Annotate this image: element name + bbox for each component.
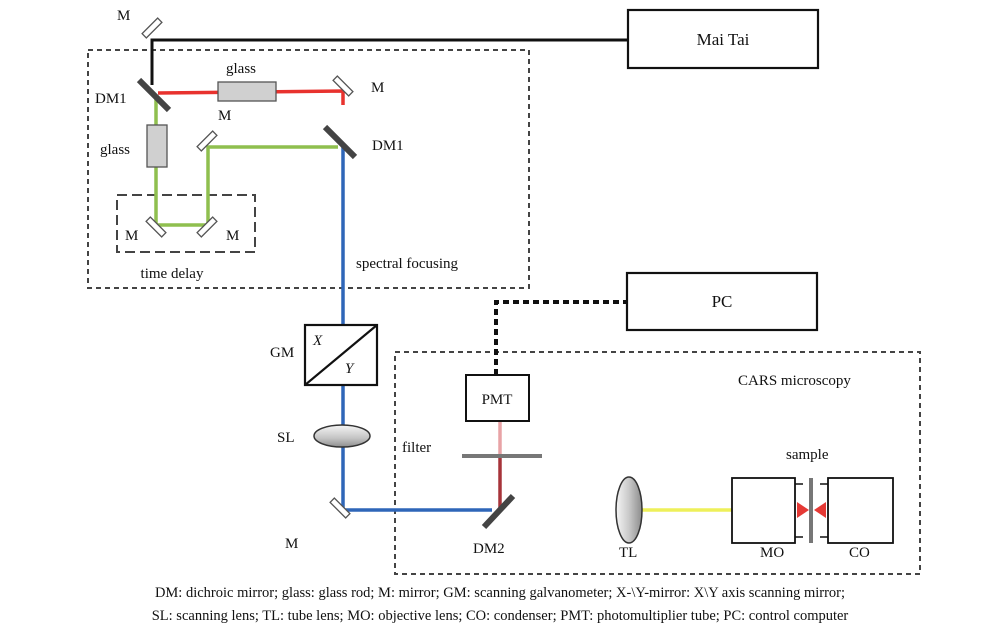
condenser (827, 477, 894, 544)
mirror-label-delay-left: M (125, 228, 138, 244)
focus-cone-left (797, 502, 809, 518)
mirror-label-top: M (117, 8, 130, 24)
beam-green (154, 98, 338, 227)
tube-lens (615, 476, 643, 544)
mirror-bottom (329, 497, 351, 519)
focus-cone-right (814, 502, 826, 518)
mirror-right-upper (332, 75, 354, 97)
dm1-label-right: DM1 (372, 138, 404, 154)
caption-line-2: SL: scanning lens; TL: tube lens; MO: ob… (152, 608, 849, 624)
spectral-focusing-label: spectral focusing (356, 256, 459, 272)
sample-label: sample (786, 447, 829, 463)
caption-line-1: DM: dichroic mirror; glass: glass rod; M… (155, 585, 845, 601)
gm-y-label: Y (345, 361, 355, 377)
time-delay-label: time delay (141, 266, 204, 282)
gm-x-label: X (312, 333, 323, 349)
cars-microscopy-label: CARS microscopy (738, 373, 851, 389)
mirror-label-right: M (371, 80, 384, 96)
mirror-label-delay-right: M (226, 228, 239, 244)
filter-label: filter (402, 440, 431, 456)
mirror-delay-right (196, 216, 218, 238)
mirror-top (141, 17, 163, 39)
mai-tai-label: Mai Tai (697, 30, 750, 49)
co-label: CO (849, 545, 870, 561)
glass-label-top: glass (226, 61, 256, 77)
objective-lens (731, 477, 796, 544)
pc-label: PC (712, 292, 733, 311)
mirror-label-bottom: M (285, 536, 298, 552)
pc-box (625, 271, 819, 332)
pmt-box (465, 374, 530, 422)
dm2-label: DM2 (473, 541, 505, 557)
tl-label: TL (619, 545, 637, 561)
glass-rod-vertical (146, 124, 168, 168)
spectral-focusing-box (87, 49, 530, 289)
scanning-lens (313, 424, 371, 448)
gm-label: GM (270, 345, 294, 361)
dm1-right (322, 124, 358, 160)
glass-label-left: glass (100, 142, 130, 158)
dm1-label-left: DM1 (95, 91, 127, 107)
mirror-mid (196, 130, 218, 152)
scanning-galvanometer (303, 323, 379, 387)
cars-microscopy-box (394, 351, 921, 575)
pmt-label: PMT (482, 392, 513, 408)
mirror-delay-left (145, 216, 167, 238)
pc-cable (494, 300, 627, 375)
dm1-left (136, 77, 172, 113)
time-delay-box (116, 194, 256, 253)
mirrors (141, 17, 354, 519)
mirror-label-mid: M (218, 108, 231, 124)
sl-label: SL (277, 430, 295, 446)
mai-tai-box (626, 8, 820, 70)
glass-rod-horizontal (217, 81, 277, 102)
dm2 (481, 493, 516, 530)
beam-laser-black (150, 38, 628, 85)
mo-label: MO (760, 545, 784, 561)
